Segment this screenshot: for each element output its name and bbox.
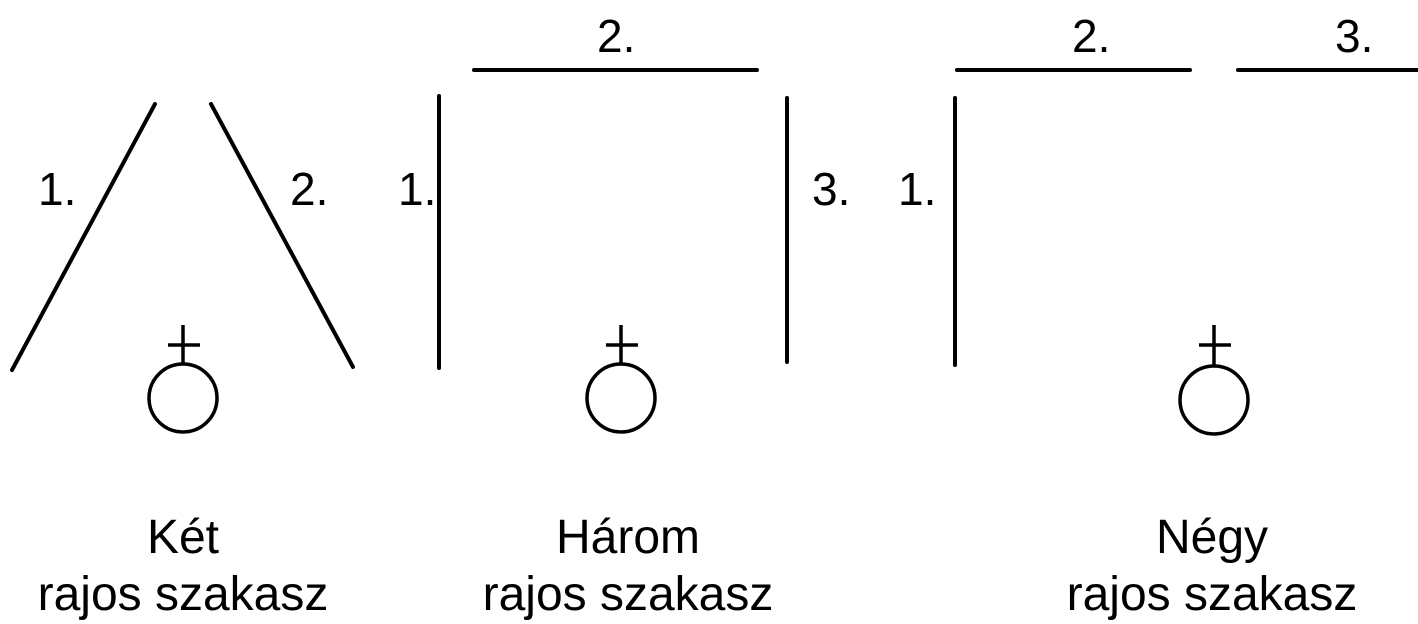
segment-1 <box>10 102 157 372</box>
queen-symbol <box>147 325 219 434</box>
segment-1-label: 1. <box>398 163 436 215</box>
queen-symbol <box>585 325 657 434</box>
segment-2-label: 2. <box>290 163 328 215</box>
segment-2 <box>209 102 355 369</box>
caption-line2: rajos szakasz <box>38 568 329 621</box>
segment-3-label: 3. <box>812 163 850 215</box>
segment-1-label: 1. <box>38 163 76 215</box>
panel-four-sections: 1. 2. 3. Négy rajos szakasz <box>898 10 1418 621</box>
panel-three-sections: 1. 2. 3. Három rajos szakasz <box>398 10 850 621</box>
segment-3-label: 3. <box>1335 10 1373 62</box>
caption-line1: Három <box>556 511 700 564</box>
caption-line1: Két <box>147 511 219 564</box>
queen-symbol <box>1178 325 1250 436</box>
segment-1-label: 1. <box>898 163 936 215</box>
caption-line2: rajos szakasz <box>483 568 774 621</box>
segment-2-label: 2. <box>597 10 635 62</box>
segment-2-label: 2. <box>1072 10 1110 62</box>
caption-line1: Négy <box>1156 511 1268 564</box>
caption-line2: rajos szakasz <box>1067 568 1358 621</box>
panel-two-sections: 1. 2. Két rajos szakasz <box>10 102 355 621</box>
